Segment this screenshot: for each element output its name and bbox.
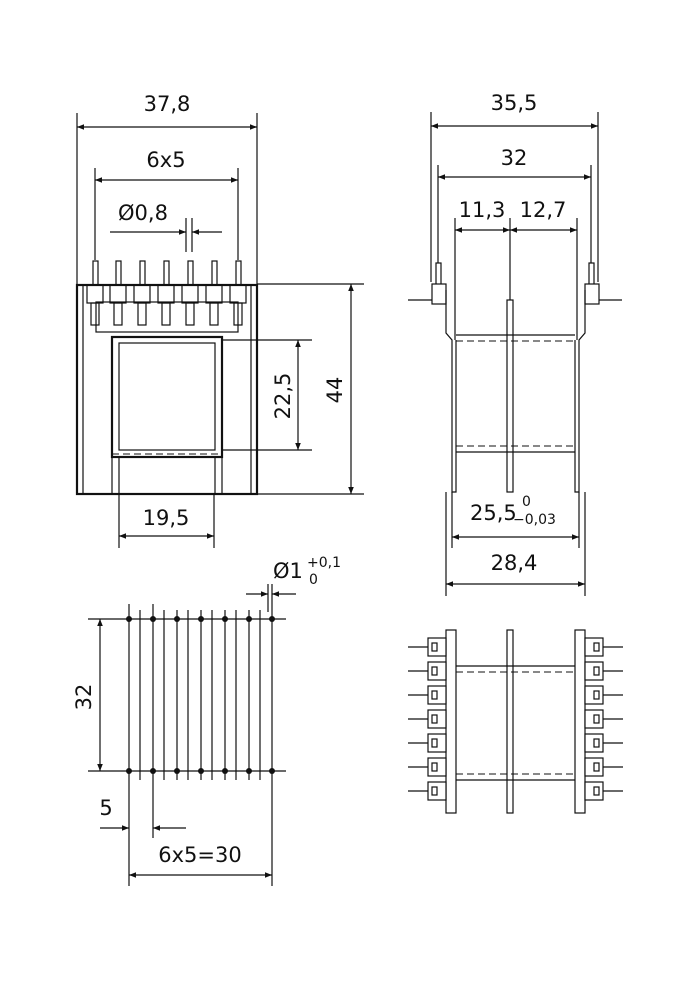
- row-spacing-label: 32: [72, 684, 96, 711]
- hole-diameter-label: Ø1: [273, 559, 303, 583]
- bottom-terminals-left: [408, 637, 447, 801]
- pin-diameter-label: Ø0,8: [118, 201, 168, 225]
- side-view: 35,5 32 11,3 12,7 25,5: [408, 91, 622, 596]
- overall-height-label: 44: [323, 377, 347, 404]
- pcb-footprint: 32 Ø1 +0,1 0 5 6x5=30: [72, 555, 341, 886]
- front-view: 37,8 6x5 Ø0,8: [75, 92, 364, 548]
- overall-width-label: 37,8: [144, 92, 191, 116]
- footprint-holes: [126, 616, 275, 774]
- front-terminals: [86, 284, 247, 326]
- footprint-columns: [128, 584, 273, 886]
- hole-tol-upper: +0,1: [307, 555, 341, 571]
- side-overall-width-label: 35,5: [491, 91, 538, 115]
- flange-span-label: 28,4: [491, 551, 538, 575]
- inner-tol-lower: −0,03: [513, 512, 556, 528]
- window-height-label: 22,5: [271, 373, 295, 420]
- half-right-label: 12,7: [520, 198, 567, 222]
- bottom-view: [408, 629, 623, 814]
- offset-label: 5: [99, 796, 112, 820]
- pitch-total-label: 6x5=30: [158, 843, 241, 867]
- inner-tol-upper: 0: [522, 494, 531, 510]
- half-left-label: 11,3: [459, 198, 506, 222]
- hole-tol-lower: 0: [309, 572, 318, 588]
- pin-span-label: 32: [501, 146, 528, 170]
- pin-pitch-label: 6x5: [146, 148, 185, 172]
- inner-length-label: 25,5: [470, 501, 517, 525]
- window-width-label: 19,5: [143, 506, 190, 530]
- bobbin-outline: [75, 283, 259, 496]
- coil-window: [110, 335, 224, 459]
- front-pins: [92, 260, 242, 286]
- bottom-terminals-right: [584, 637, 623, 801]
